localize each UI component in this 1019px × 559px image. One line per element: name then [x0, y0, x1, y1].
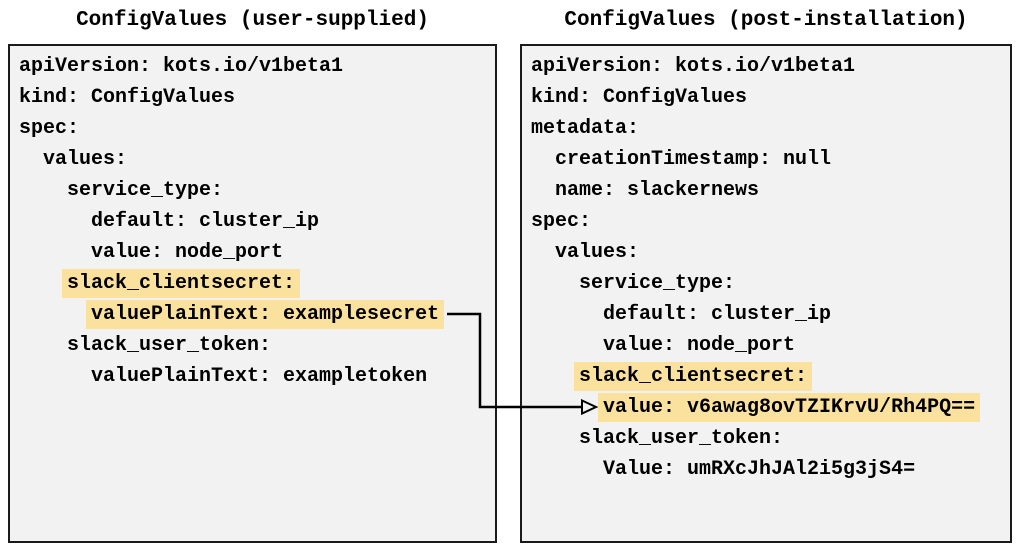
code-line: value: node_port: [19, 237, 486, 268]
code-line: creationTimestamp: null: [531, 144, 1001, 175]
code-line: service_type:: [531, 268, 1001, 299]
code-line: valuePlainText: examplesecret: [19, 299, 486, 330]
code-text: default: cluster_ip: [603, 303, 832, 326]
code-line: service_type:: [19, 175, 486, 206]
code-line: spec:: [19, 113, 486, 144]
highlighted-code-text: valuePlainText: examplesecret: [86, 300, 445, 329]
code-text: creationTimestamp: null: [555, 148, 832, 171]
code-line: name: slackernews: [531, 175, 1001, 206]
code-text: spec:: [531, 210, 592, 233]
code-line: slack_user_token:: [19, 330, 486, 361]
code-line: kind: ConfigValues: [19, 82, 486, 113]
code-text: metadata:: [531, 117, 640, 140]
code-text: apiVersion: kots.io/v1beta1: [531, 55, 856, 78]
code-text: kind: ConfigValues: [531, 86, 748, 109]
code-text: service_type:: [67, 179, 224, 202]
code-line: spec:: [531, 206, 1001, 237]
code-line: kind: ConfigValues: [531, 82, 1001, 113]
post-installation-configvalues-box: apiVersion: kots.io/v1beta1 kind: Config…: [520, 44, 1012, 543]
code-text: apiVersion: kots.io/v1beta1: [19, 55, 344, 78]
code-line: value: node_port: [531, 330, 1001, 361]
code-text: value: node_port: [91, 241, 284, 264]
code-line: Value: umRXcJhJAl2i5g3jS4=: [531, 454, 1001, 485]
code-line: default: cluster_ip: [531, 299, 1001, 330]
code-line: slack_clientsecret:: [531, 361, 1001, 392]
code-line: valuePlainText: exampletoken: [19, 361, 486, 392]
code-text: value: node_port: [603, 334, 796, 357]
code-text: Value: umRXcJhJAl2i5g3jS4=: [603, 458, 916, 481]
highlighted-code-text: value: v6awag8ovTZIKrvU/Rh4PQ==: [598, 393, 981, 422]
code-text: slack_user_token:: [579, 427, 784, 450]
code-line: slack_clientsecret:: [19, 268, 486, 299]
code-text: default: cluster_ip: [91, 210, 320, 233]
code-text: spec:: [19, 117, 80, 140]
code-text: values:: [555, 241, 640, 264]
right-panel-title: ConfigValues (post-installation): [564, 9, 968, 32]
code-line: values:: [531, 237, 1001, 268]
left-panel-title: ConfigValues (user-supplied): [76, 9, 429, 32]
code-text: valuePlainText: exampletoken: [91, 365, 428, 388]
code-line: slack_user_token:: [531, 423, 1001, 454]
code-line: default: cluster_ip: [19, 206, 486, 237]
code-line: apiVersion: kots.io/v1beta1: [19, 51, 486, 82]
code-text: kind: ConfigValues: [19, 86, 236, 109]
user-supplied-configvalues-box: apiVersion: kots.io/v1beta1 kind: Config…: [8, 44, 497, 543]
code-line: values:: [19, 144, 486, 175]
highlighted-code-text: slack_clientsecret:: [574, 362, 813, 391]
code-text: service_type:: [579, 272, 736, 295]
code-line: apiVersion: kots.io/v1beta1: [531, 51, 1001, 82]
code-text: name: slackernews: [555, 179, 760, 202]
highlighted-code-text: slack_clientsecret:: [62, 269, 301, 298]
code-line: value: v6awag8ovTZIKrvU/Rh4PQ==: [531, 392, 1001, 423]
code-line: metadata:: [531, 113, 1001, 144]
code-text: values:: [43, 148, 128, 171]
code-text: slack_user_token:: [67, 334, 272, 357]
